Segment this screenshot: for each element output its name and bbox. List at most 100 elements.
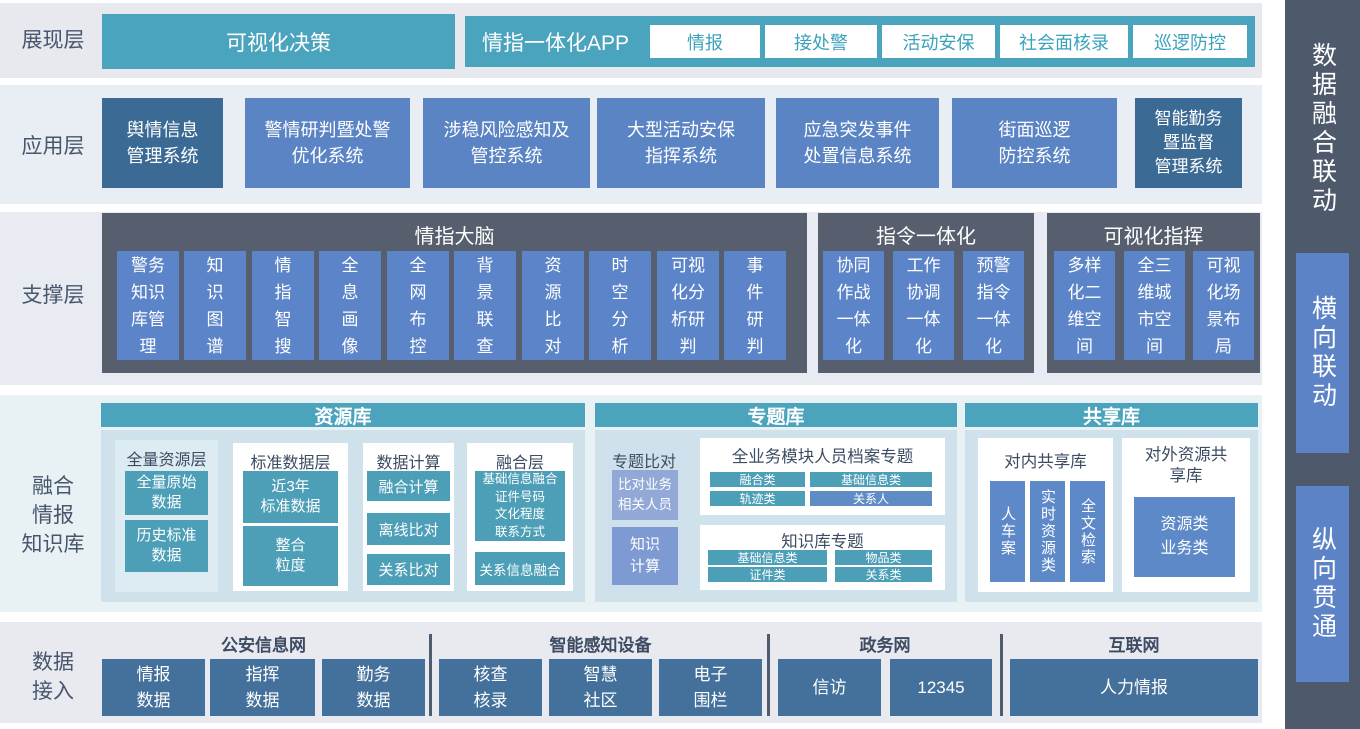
app-button: 巡逻防控 (1133, 25, 1247, 58)
app-button: 活动安保 (882, 25, 995, 58)
full-resource-column: 全量资源层 全量原始 数据 历史标准 数据 (115, 440, 218, 592)
intel-brain-panel: 情指大脑 警务 知识 库管 理知 识 图 谱情 指 智 搜全 息 画 像全 网 … (102, 213, 807, 373)
resource-lib-container: 全量资源层 全量原始 数据 历史标准 数据 标准数据层 近3年 标准数据 整合 … (101, 430, 585, 602)
capability-box: 背 景 联 查 (454, 251, 516, 360)
data-box: 融合计算 (367, 471, 450, 501)
capability-box: 知 识 图 谱 (184, 251, 246, 360)
vertical-box-list: 人车案实时资源类全文检索 (978, 438, 1113, 592)
group-divider (429, 634, 432, 716)
data-source-box: 情报 数据 (102, 659, 205, 716)
capability-box: 资 源 比 对 (522, 251, 584, 360)
data-box: 全量原始 数据 (125, 471, 208, 515)
system-box: 应急突发事件 处置信息系统 (776, 98, 939, 188)
data-box: 知识 计算 (612, 527, 678, 585)
presentation-layer-band: 展现层 可视化决策 情指一体化APP 情报接处警活动安保社会面核录巡逻防控 (0, 3, 1262, 78)
data-box: 关系比对 (367, 554, 450, 585)
panel-title: 情指大脑 (414, 226, 495, 248)
horizontal-linkage-box: 横向联动 (1296, 253, 1349, 453)
app-button: 情报 (650, 25, 760, 58)
category-pill: 基础信息类 (810, 472, 932, 487)
capability-box: 事 件 研 判 (724, 251, 786, 360)
column-title: 全量资源层 (126, 452, 207, 469)
column-title: 数据计算 (376, 455, 441, 472)
data-box: 历史标准 数据 (125, 520, 208, 572)
police-net-group: 情报 数据指挥 数据勤务 数据 (102, 659, 527, 716)
application-layer-band: 应用层 舆情信息 管理系统警情研判暨处警 优化系统涉稳风险感知及 管控系统大型活… (0, 85, 1262, 204)
capability-box: 协同 作战 一体 化 (823, 251, 884, 360)
app-button: 社会面核录 (1000, 25, 1128, 58)
capability-box: 时 空 分 析 (589, 251, 651, 360)
data-box: 基础信息融合 证件号码 文化程度 联系方式 (475, 471, 565, 541)
standard-data-column: 标准数据层 近3年 标准数据 整合 粒度 (233, 443, 348, 591)
presentation-layer-label: 展现层 (21, 29, 85, 52)
system-box: 舆情信息 管理系统 (102, 98, 223, 188)
capability-box: 可视 化分 析研 判 (657, 251, 719, 360)
category-pill: 基础信息类 (708, 550, 827, 565)
capability-box: 预警 指令 一体 化 (963, 251, 1024, 360)
knowledge-topic-panel: 知识库专题 基础信息类物品类证件类关系类 (700, 525, 945, 590)
panel-title: 知识库专题 (781, 533, 864, 551)
data-box: 整合 粒度 (243, 526, 338, 586)
data-source-box: 智慧 社区 (549, 659, 652, 716)
visual-decision-box: 可视化决策 (102, 14, 455, 69)
topic-lib-container: 专题比对 比对业务 相关人员 知识 计算 全业务模块人员档案专题 融合类基础信息… (595, 430, 957, 602)
intel-brain-items: 警务 知识 库管 理知 识 图 谱情 指 智 搜全 息 画 像全 网 布 控背 … (102, 213, 807, 373)
app-box: 情指一体化APP 情报接处警活动安保社会面核录巡逻防控 (465, 16, 1255, 67)
topic-lib-header: 专题库 (595, 403, 957, 428)
data-source-box: 核查 核录 (439, 659, 542, 716)
topic-compare-column: 专题比对 比对业务 相关人员 知识 计算 (605, 438, 683, 592)
group-title: 智能感知设备 (549, 636, 652, 655)
app-title: 情指一体化APP (482, 31, 630, 55)
column-title: 标准数据层 (250, 455, 331, 472)
panel-title: 对内共享库 (1004, 453, 1087, 471)
group-divider (1000, 634, 1003, 716)
column-title: 融合层 (495, 455, 544, 472)
knowledge-base-band: 融合 情报 知识库 资源库 全量资源层 全量原始 数据 历史标准 数据 标准数据… (0, 395, 1262, 612)
group-title: 公安信息网 (221, 636, 306, 655)
external-share-panel: 对外资源共 享库 资源类 业务类 (1122, 438, 1250, 592)
capability-box: 警务 知识 库管 理 (117, 251, 179, 360)
category-pill: 融合类 (710, 472, 805, 487)
visual-command-panel: 可视化指挥 多样 化二 维空 间全三 维城 市空 间可视 化场 景布 局 (1047, 213, 1260, 373)
data-box: 离线比对 (367, 513, 450, 545)
data-box: 人车案 (990, 481, 1025, 582)
capability-box: 全 网 布 控 (387, 251, 449, 360)
system-box: 警情研判暨处警 优化系统 (245, 98, 410, 188)
system-box: 智能勤务 暨监督 管理系统 (1135, 98, 1242, 188)
sensor-group: 核查 核录智慧 社区电子 围栏 (439, 659, 864, 716)
support-layer-band: 支撑层 情指大脑 警务 知识 库管 理知 识 图 谱情 指 智 搜全 息 画 像… (0, 212, 1262, 385)
share-lib-container: 对内共享库 人车案实时资源类全文检索 对外资源共 享库 资源类 业务类 (965, 430, 1258, 602)
right-sidebar: 数据融合联动 横向联动 纵向贯通 (1285, 0, 1360, 729)
system-box: 大型活动安保 指挥系统 (597, 98, 765, 188)
knowledge-base-label: 融合 情报 知识库 (21, 475, 85, 556)
system-box: 涉稳风险感知及 管控系统 (423, 98, 590, 188)
data-box: 近3年 标准数据 (243, 471, 338, 523)
category-pill: 证件类 (708, 567, 827, 582)
group-divider (767, 634, 770, 716)
pill-list: 融合类基础信息类轨迹类关系人 (700, 438, 945, 515)
data-source-box: 指挥 数据 (210, 659, 315, 716)
data-compute-column: 数据计算 融合计算 离线比对 关系比对 (363, 443, 454, 591)
data-box: 比对业务 相关人员 (612, 470, 678, 520)
data-box: 全文检索 (1070, 481, 1105, 582)
command-integration-panel: 指令一体化 协同 作战 一体 化工作 协调 一体 化预警 指令 一体 化 (818, 213, 1034, 373)
data-access-band: 数据 接入 公安信息网 智能感知设备 政务网 互联网 情报 数据指挥 数据勤务 … (0, 622, 1262, 723)
capability-box: 全 息 画 像 (319, 251, 381, 360)
category-pill: 物品类 (835, 550, 932, 565)
panel-title: 对外资源共 享库 (1144, 446, 1228, 485)
command-items: 协同 作战 一体 化工作 协调 一体 化预警 指令 一体 化 (818, 213, 1034, 373)
internet-group: 人力情报 (1010, 659, 1258, 716)
share-lib-header: 共享库 (965, 403, 1258, 428)
column-title: 专题比对 (611, 454, 676, 471)
capability-box: 工作 协调 一体 化 (893, 251, 954, 360)
category-pill: 关系类 (835, 567, 932, 582)
vertical-through-box: 纵向贯通 (1296, 486, 1349, 682)
system-box: 街面巡逻 防控系统 (952, 98, 1117, 188)
pill-list: 基础信息类物品类证件类关系类 (700, 525, 945, 590)
data-source-box: 电子 围栏 (659, 659, 762, 716)
panel-title: 可视化指挥 (1103, 226, 1204, 248)
data-access-label: 数据 接入 (32, 651, 74, 703)
app-button-list: 情报接处警活动安保社会面核录巡逻防控 (650, 25, 1247, 58)
